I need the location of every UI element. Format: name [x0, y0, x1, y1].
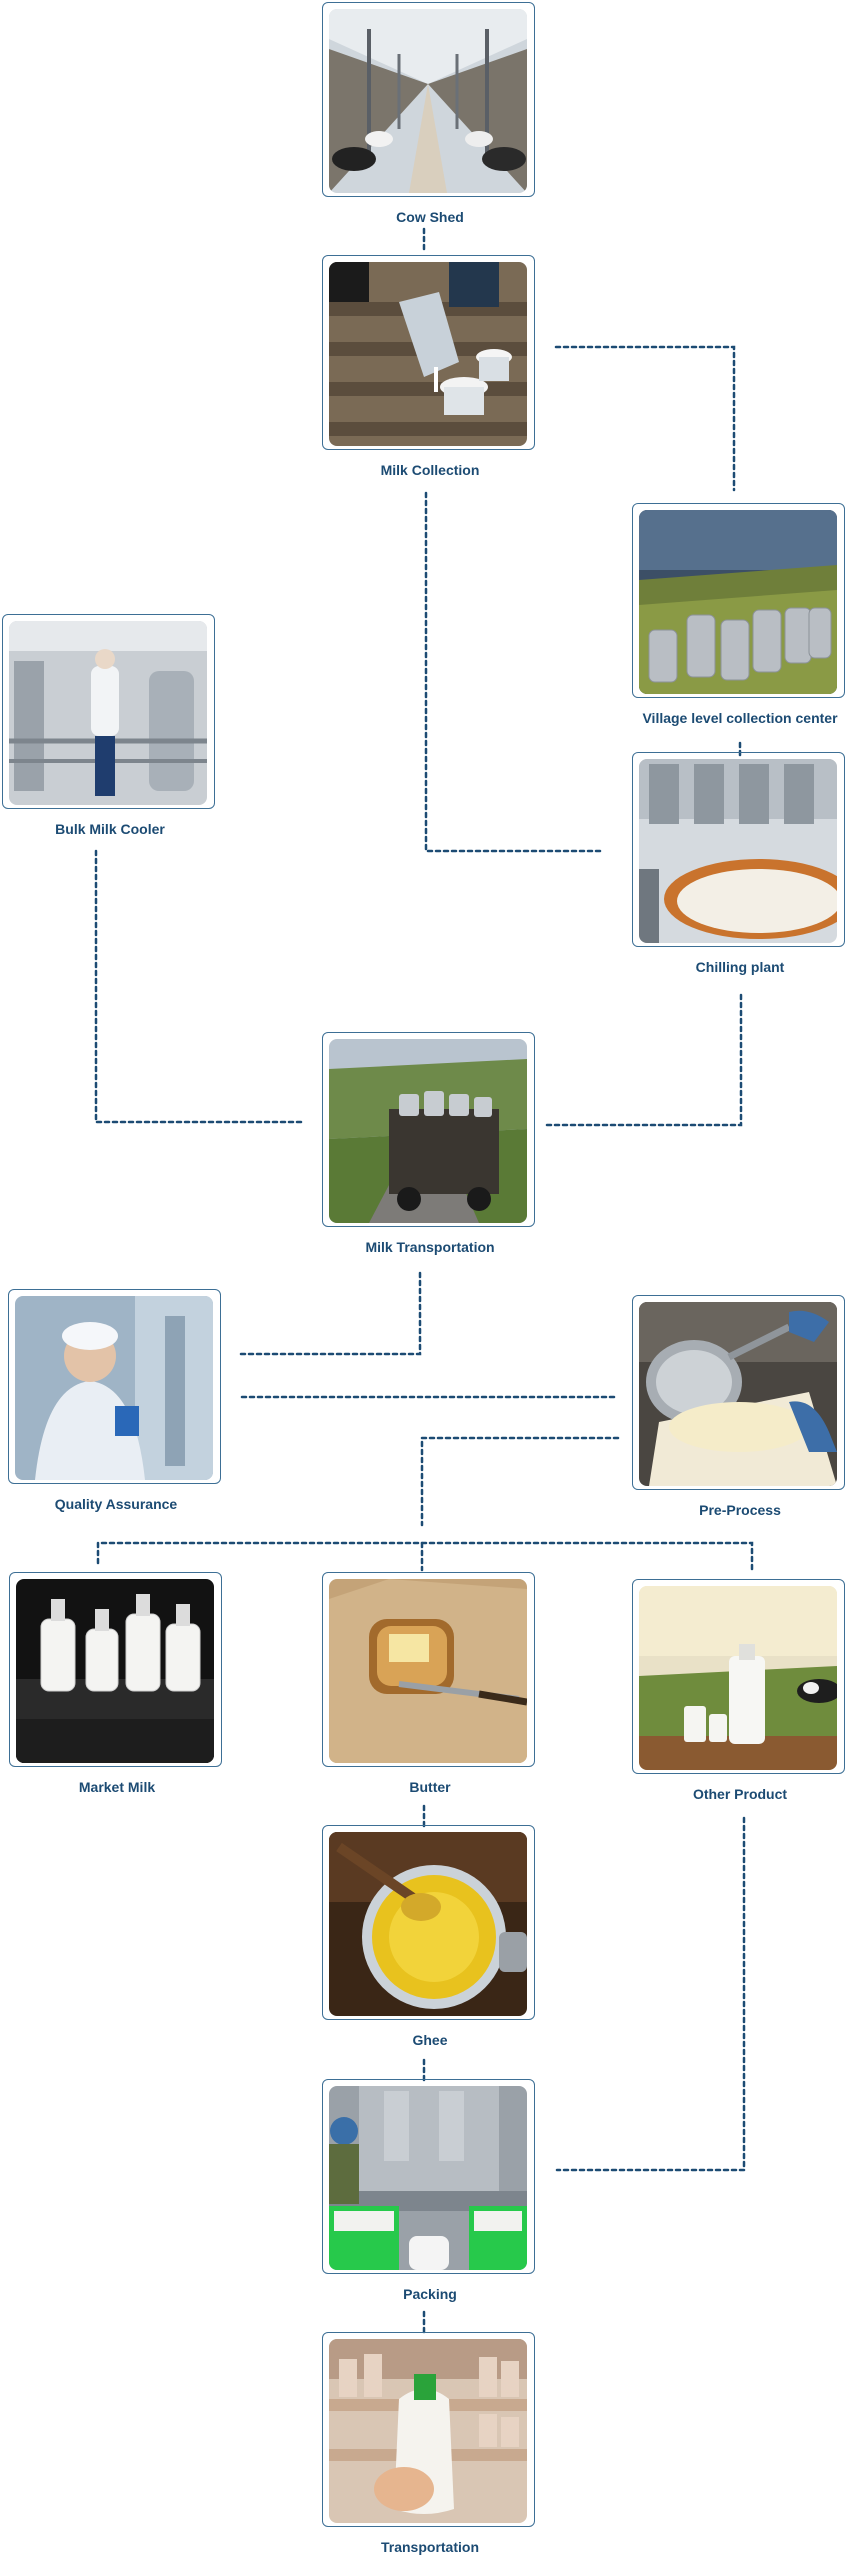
chilling-tank-photo [639, 759, 837, 943]
stage-label: Chilling plant [695, 959, 785, 975]
milk-jug-pasture-photo [639, 1586, 837, 1770]
stage-ghee: Ghee [322, 1825, 535, 2048]
connector-bulkcooler-transport [94, 849, 304, 1124]
stage-milk-transport: Milk Transportation [322, 1032, 535, 1255]
image-frame [322, 2079, 535, 2274]
milk-collection-photo [329, 262, 527, 446]
lab-technician-photo [15, 1296, 213, 1480]
stage-label: Market Milk [78, 1779, 156, 1795]
stage-packing: Packing [322, 2079, 535, 2302]
stage-label: Transportation [380, 2539, 479, 2555]
butter-toast-photo [329, 1579, 527, 1763]
image-frame [322, 1572, 535, 1767]
image-frame [2, 614, 215, 809]
stage-other-product: Other Product [632, 1579, 845, 1802]
stage-label: Butter [409, 1779, 451, 1795]
ghee-jar-photo [329, 1832, 527, 2016]
stage-label: Milk Collection [380, 462, 480, 478]
image-frame [322, 1825, 535, 2020]
stage-milk-collection: Milk Collection [322, 255, 535, 478]
stage-butter: Butter [322, 1572, 535, 1795]
milk-cans-photo [639, 510, 837, 694]
connector-split-bar [96, 1541, 754, 1572]
connector-chilling-transport [543, 993, 743, 1127]
stage-label: Ghee [412, 2032, 448, 2048]
stage-quality: Quality Assurance [8, 1289, 221, 1512]
stage-label: Quality Assurance [54, 1496, 178, 1512]
image-frame [8, 1289, 221, 1484]
connector-collection-chilling [424, 491, 602, 853]
stage-cow-shed: Cow Shed [322, 2, 535, 225]
cow-shed-photo [329, 9, 527, 193]
stage-label: Packing [403, 2286, 457, 2302]
stage-label: Pre-Process [699, 1502, 781, 1518]
stage-village-center: Village level collection center [632, 503, 845, 726]
image-frame [322, 255, 535, 450]
stage-market-milk: Market Milk [9, 1572, 222, 1795]
retail-milk-bottle-photo [329, 2339, 527, 2523]
connector-transport-quality [238, 1271, 422, 1356]
image-frame [322, 2, 535, 197]
packing-line-photo [329, 2086, 527, 2270]
stage-transportation: Transportation [322, 2332, 535, 2555]
milk-truck-photo [329, 1039, 527, 1223]
stage-label: Bulk Milk Cooler [55, 821, 165, 837]
stage-label: Village level collection center [642, 710, 838, 726]
image-frame [322, 1032, 535, 1227]
stage-label: Other Product [692, 1786, 788, 1802]
stage-bulk-cooler: Bulk Milk Cooler [2, 614, 215, 837]
stage-pre-process: Pre-Process [632, 1295, 845, 1518]
connector-preprocess-split [420, 1436, 620, 1527]
cheese-straining-photo [639, 1302, 837, 1486]
image-frame [9, 1572, 222, 1767]
connector-collection-village [554, 345, 736, 492]
bulk-cooler-photo [9, 621, 207, 805]
milk-bottles-photo [16, 1579, 214, 1763]
stage-label: Milk Transportation [365, 1239, 495, 1255]
stage-label: Cow Shed [396, 209, 464, 225]
stage-chilling-plant: Chilling plant [632, 752, 845, 975]
image-frame [322, 2332, 535, 2527]
connector-other-packing [555, 1816, 746, 2172]
